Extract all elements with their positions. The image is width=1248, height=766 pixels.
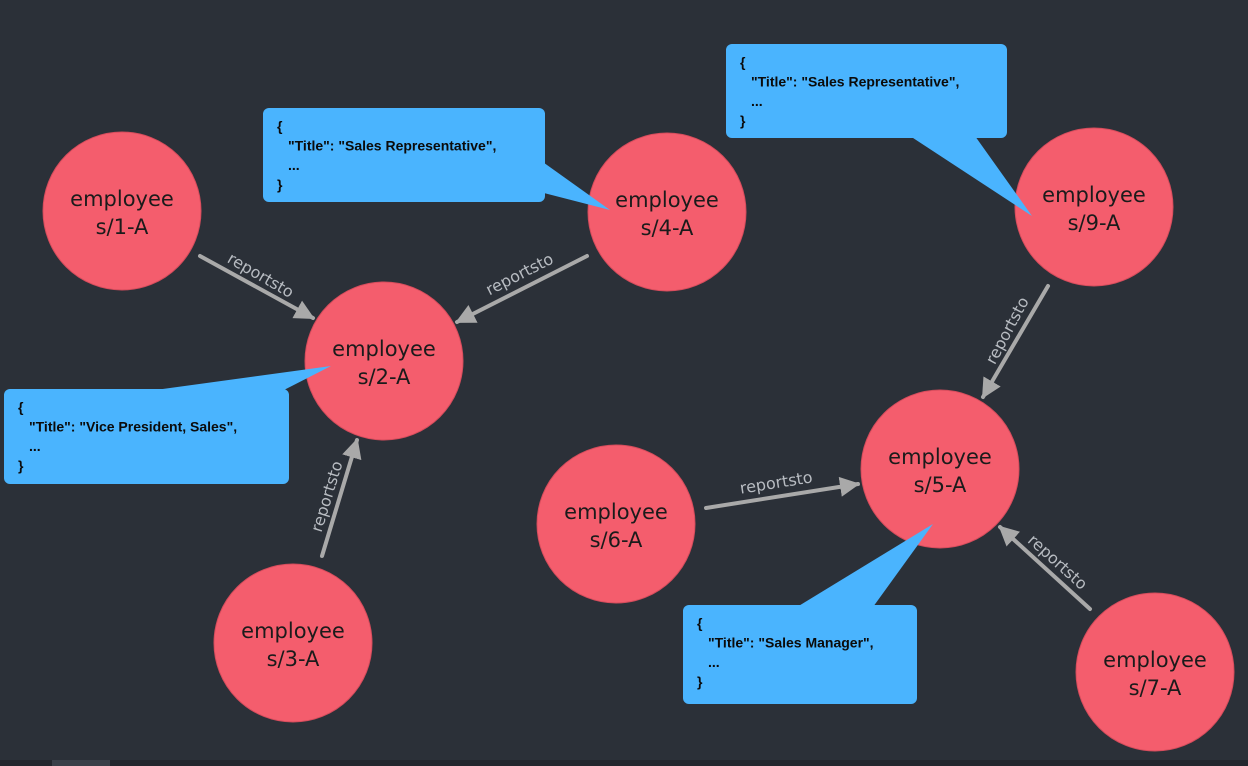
tooltip-box (683, 605, 917, 704)
node-circle[interactable] (1075, 592, 1235, 752)
node-circle[interactable] (536, 444, 696, 604)
tooltip-line: ... (751, 93, 763, 109)
node-label-line2: s/6-A (590, 528, 643, 552)
tooltip-line: } (697, 674, 703, 690)
node-circle[interactable] (860, 389, 1020, 549)
edge-line[interactable] (998, 525, 1092, 611)
tooltip-line: ... (29, 438, 41, 454)
node-employees-9-a[interactable]: employee s/9-A (1014, 127, 1174, 287)
node-label-line2: s/7-A (1129, 676, 1182, 700)
node-label-line1: employee (564, 500, 668, 524)
node-label-line2: s/3-A (267, 647, 320, 671)
edge-reportsto[interactable]: reportsto (307, 438, 362, 558)
document-tooltip: { "Title": "Sales Representative",...} (263, 108, 610, 210)
tooltip-pointer (797, 524, 933, 607)
edge-reportsto[interactable]: reportsto (998, 525, 1092, 611)
edge-line[interactable] (455, 254, 589, 324)
edge-line[interactable] (704, 476, 860, 510)
edge-reportsto[interactable]: reportsto (704, 467, 860, 510)
tooltip-line: { (697, 615, 703, 631)
tooltip-box (726, 44, 1007, 138)
edge-reportsto[interactable]: reportsto (455, 249, 589, 324)
tooltip-box (4, 389, 289, 484)
node-label-line1: employee (70, 187, 174, 211)
nodes-layer: employees/1-Aemployees/2-Aemployees/3-Ae… (42, 127, 1235, 752)
tooltip-line: ... (708, 654, 720, 670)
bottom-scrollbar-track (0, 760, 1248, 766)
node-employees-7-a[interactable]: employee s/7-A (1075, 592, 1235, 752)
node-label-line2: s/2-A (358, 365, 411, 389)
document-tooltip: { "Title": "Sales Manager",...} (683, 524, 933, 704)
node-label-line1: employee (888, 445, 992, 469)
callouts-layer: { "Title": "Sales Representative",...} { "T… (4, 44, 1032, 704)
node-label-line1: employee (615, 188, 719, 212)
tooltip-line: } (740, 113, 746, 129)
document-tooltip: { "Title": "Sales Representative",...} (726, 44, 1032, 216)
node-employees-3-a[interactable]: employee s/3-A (213, 563, 373, 723)
node-employees-2-a[interactable]: employee s/2-A (304, 281, 464, 441)
node-label-line1: employee (332, 337, 436, 361)
tooltip-line: } (18, 458, 24, 474)
tooltip-line: "Title": "Sales Representative", (751, 74, 959, 90)
edge-reportsto[interactable]: reportsto (981, 284, 1050, 399)
node-label-line1: employee (1042, 183, 1146, 207)
edge-line[interactable] (981, 284, 1050, 399)
tooltip-line: { (18, 399, 24, 415)
bottom-scrollbar-thumb[interactable] (52, 760, 110, 766)
tooltip-line: ... (288, 157, 300, 173)
node-circle[interactable] (213, 563, 373, 723)
document-tooltip: { "Title": "Vice President, Sales",...} (4, 366, 331, 484)
edge-line[interactable] (198, 254, 315, 320)
node-label-line1: employee (241, 619, 345, 643)
tooltip-line: } (277, 177, 283, 193)
node-label-line2: s/9-A (1068, 211, 1121, 235)
tooltip-line: "Title": "Vice President, Sales", (29, 419, 237, 435)
node-employees-5-a[interactable]: employee s/5-A (860, 389, 1020, 549)
tooltip-box (263, 108, 545, 202)
node-circle[interactable] (1014, 127, 1174, 287)
tooltip-line: { (740, 54, 746, 70)
node-label-line2: s/5-A (914, 473, 967, 497)
edge-line[interactable] (320, 438, 362, 558)
tooltip-line: { (277, 118, 283, 134)
tooltip-pointer (148, 366, 331, 391)
node-employees-6-a[interactable]: employee s/6-A (536, 444, 696, 604)
node-label-line2: s/4-A (641, 216, 694, 240)
node-label-line2: s/1-A (96, 215, 149, 239)
edge-label: reportsto (1024, 530, 1091, 593)
tooltip-pointer (910, 136, 1032, 216)
tooltip-line: "Title": "Sales Representative", (288, 138, 496, 154)
node-circle[interactable] (587, 132, 747, 292)
tooltip-pointer (540, 160, 610, 210)
tooltip-line: "Title": "Sales Manager", (708, 635, 874, 651)
edge-reportsto[interactable]: reportsto (198, 249, 315, 320)
node-circle[interactable] (42, 131, 202, 291)
node-employees-1-a[interactable]: employee s/1-A (42, 131, 202, 291)
node-circle[interactable] (304, 281, 464, 441)
node-employees-4-a[interactable]: employee s/4-A (587, 132, 747, 292)
node-label-line1: employee (1103, 648, 1207, 672)
